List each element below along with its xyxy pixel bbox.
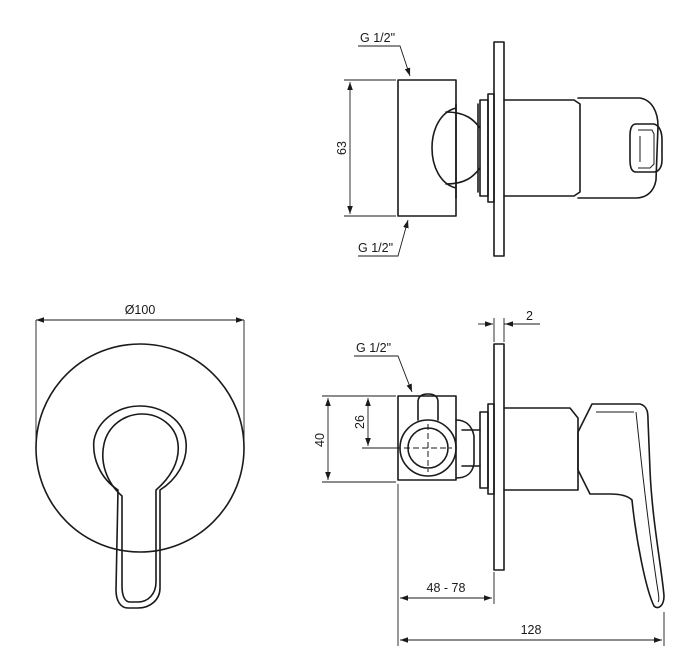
side-flange-inner [487, 403, 495, 495]
thread-label-lower: G 1/2" [358, 241, 393, 255]
side-wall-plate [493, 343, 505, 571]
top-handle-tip [629, 123, 663, 173]
side-flange-outer [479, 411, 489, 489]
front-handle-outline [92, 405, 187, 609]
top-cartridge-neck [431, 103, 481, 199]
side-lever [577, 403, 665, 609]
side-view: 2 G 1/2" 40 26 48 - 78 128 [313, 309, 665, 646]
dim-outlet-center-26: 26 [353, 415, 367, 429]
dim-total-length-128: 128 [521, 623, 542, 637]
side-top-nipple [417, 393, 439, 421]
top-handle-base [503, 99, 581, 197]
dim-outlet-height-40: 40 [313, 433, 327, 447]
thread-label-side: G 1/2" [356, 341, 391, 355]
top-wall-plate [493, 41, 505, 257]
dim-diameter-100: Ø100 [125, 303, 156, 317]
dim-depth-48-78: 48 - 78 [427, 581, 466, 595]
top-body-block [397, 79, 457, 217]
front-view: Ø100 [35, 303, 245, 609]
side-handle-base [503, 407, 579, 491]
front-rosette-circle [35, 343, 245, 553]
dim-plate-thickness-2: 2 [526, 309, 533, 323]
top-flange-inner [487, 93, 495, 203]
top-flange-outer [479, 99, 489, 197]
top-view: 63 G 1/2" G 1/2" [335, 31, 663, 257]
top-handle-body [577, 97, 659, 199]
dim-height-63: 63 [335, 141, 349, 155]
front-handle-inner [102, 413, 180, 603]
side-neck [455, 419, 481, 479]
thread-label-upper: G 1/2" [360, 31, 395, 45]
